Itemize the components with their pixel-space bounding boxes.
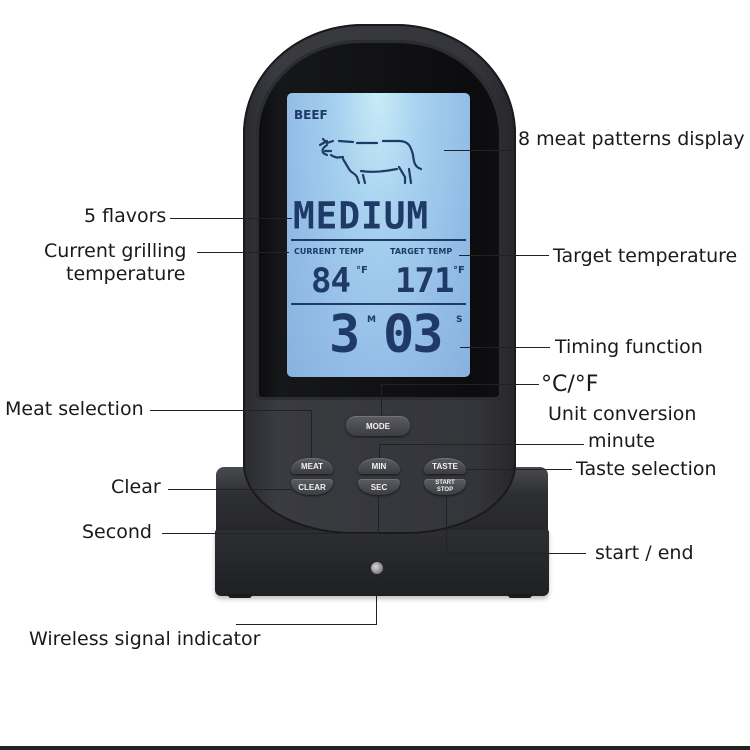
- cow-icon: [318, 137, 423, 185]
- target-temp-unit: °F: [453, 265, 465, 276]
- wireless-signal-led-icon: [371, 562, 383, 574]
- lcd-divider-bottom: [291, 303, 466, 305]
- callout-line-meat-patterns: [444, 150, 516, 151]
- callout-clear: Clear: [111, 476, 161, 498]
- callout-line-clear: [168, 489, 291, 490]
- callout-line-min-h: [379, 444, 584, 445]
- callout-minute: minute: [588, 430, 656, 452]
- current-temp-value: 84: [311, 261, 351, 301]
- mode-button[interactable]: MODE: [346, 416, 410, 436]
- callout-line-wireless-h: [236, 624, 377, 625]
- meat-type-label: BEEF: [294, 108, 328, 122]
- callout-line-sec-v: [378, 495, 379, 533]
- callout-meat-selection: Meat selection: [5, 398, 144, 420]
- callout-line-mode-v: [381, 384, 382, 416]
- flavor-display: MEDIUM: [293, 194, 430, 239]
- sec-button[interactable]: SEC: [358, 479, 400, 495]
- callout-timing: Timing function: [555, 336, 703, 358]
- callout-start-end: start / end: [595, 542, 694, 564]
- callout-line-sec-h: [162, 533, 379, 534]
- callout-line-start-h: [446, 553, 586, 554]
- callout-unit-conversion: Unit conversion: [548, 403, 697, 425]
- callout-line-meat-h: [150, 410, 312, 411]
- callout-line-current-temp: [197, 252, 289, 253]
- stand-foot-right: [508, 594, 532, 598]
- callout-line-wireless-v: [376, 574, 377, 624]
- meat-button[interactable]: MEAT: [291, 458, 333, 474]
- timer-minutes-unit: M: [367, 315, 376, 325]
- current-temp-label: CURRENT TEMP: [294, 247, 364, 256]
- taste-button[interactable]: TASTE: [424, 458, 466, 474]
- lcd-divider-top: [291, 239, 466, 241]
- callout-current-temp-line2: temperature: [66, 263, 186, 285]
- callout-line-flavors: [170, 218, 292, 219]
- callout-target-temp: Target temperature: [553, 245, 738, 267]
- callout-line-timing: [460, 347, 550, 348]
- clear-button[interactable]: CLEAR: [291, 479, 333, 495]
- stand-foot-left: [228, 594, 252, 598]
- stop-label: STOP: [436, 487, 454, 493]
- callout-line-taste: [466, 469, 572, 470]
- min-button[interactable]: MIN: [358, 458, 400, 474]
- stand-base: [215, 530, 549, 596]
- callout-line-start-v: [446, 495, 447, 553]
- callout-line-mode-h: [381, 384, 539, 385]
- callout-flavors: 5 flavors: [84, 205, 167, 227]
- target-temp-label: TARGET TEMP: [390, 247, 453, 256]
- callout-unit-symbol: °C/°F: [541, 372, 599, 397]
- current-temp-unit: °F: [356, 265, 368, 276]
- callout-line-min-v: [379, 444, 380, 458]
- lcd-screen: BEEF MEDIUM CURRENT TEMP TARGET TEMP 84 …: [287, 93, 470, 377]
- callout-current-temp-line1: Current grilling: [44, 240, 187, 262]
- timer-seconds: 03: [383, 305, 444, 365]
- target-temp-value: 171: [395, 261, 454, 301]
- bottom-border: [0, 746, 750, 750]
- timer-seconds-unit: S: [456, 315, 463, 325]
- callout-second: Second: [82, 521, 152, 543]
- callout-taste-selection: Taste selection: [576, 458, 717, 480]
- callout-meat-patterns: 8 meat patterns display: [518, 128, 745, 150]
- callout-wireless: Wireless signal indicator: [29, 628, 261, 650]
- callout-line-target-temp: [459, 255, 549, 256]
- start-label: START: [435, 480, 455, 486]
- callout-line-meat-v: [311, 410, 312, 458]
- timer-minutes: 3: [329, 305, 360, 365]
- start-stop-button[interactable]: START STOP: [424, 479, 466, 495]
